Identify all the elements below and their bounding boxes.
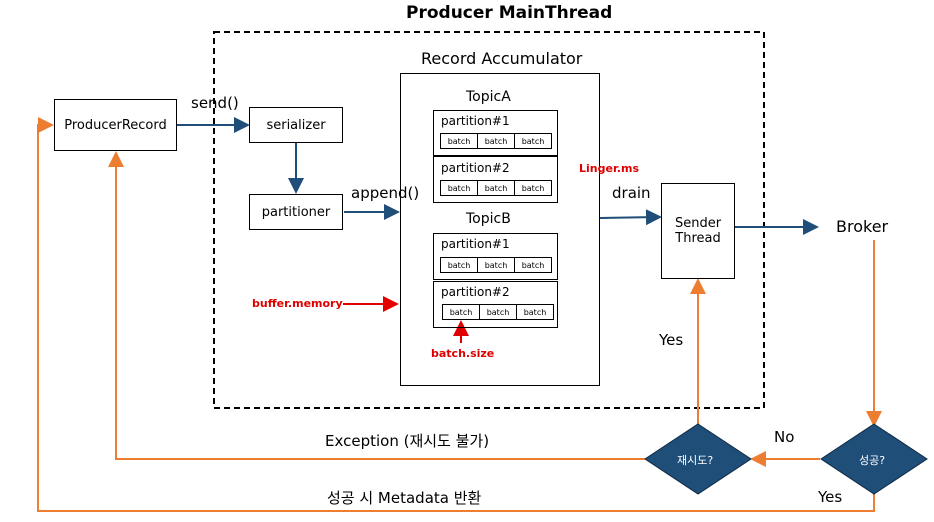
exception-arrow bbox=[108, 151, 645, 460]
main-thread-boundary bbox=[213, 31, 765, 409]
success-return-label: 성공 시 Metadata 반환 bbox=[327, 489, 482, 507]
record-accumulator bbox=[400, 73, 600, 386]
batch-cell: batch bbox=[479, 304, 517, 320]
yes-retry-label: Yes bbox=[659, 331, 684, 349]
batch-cell: batch bbox=[516, 304, 554, 320]
sender-thread-node: Sender Thread bbox=[661, 183, 735, 279]
retry-diamond-shape bbox=[644, 423, 752, 495]
retry-diamond-label: 재시도? bbox=[677, 454, 714, 467]
partition-box bbox=[433, 233, 558, 280]
batch-cell: batch bbox=[440, 257, 478, 273]
broker-label: Broker bbox=[836, 217, 889, 236]
partition-label: partition#2 bbox=[441, 285, 510, 299]
yes-success-label: Yes bbox=[818, 488, 843, 506]
linger-ms-label: Linger.ms bbox=[579, 162, 639, 175]
batch-size-label: batch.size bbox=[431, 347, 495, 360]
no-label: No bbox=[774, 428, 795, 446]
batch-cell: batch bbox=[477, 257, 515, 273]
exception-label: Exception (재시도 불가) bbox=[325, 432, 490, 450]
batch-cell: batch bbox=[514, 257, 552, 273]
partition-box bbox=[433, 110, 558, 156]
accumulator-title: Record Accumulator bbox=[421, 49, 583, 68]
success-diamond-shape bbox=[820, 423, 928, 495]
success-diamond-label: 성공? bbox=[859, 454, 886, 467]
topic-name: TopicB bbox=[466, 211, 511, 227]
partition-label: partition#2 bbox=[441, 161, 510, 175]
batch-cell: batch bbox=[514, 133, 552, 149]
partition-box bbox=[433, 156, 558, 203]
serializer-label: serializer bbox=[266, 117, 326, 133]
append-label: append() bbox=[351, 184, 420, 202]
partition-label: partition#1 bbox=[441, 114, 510, 128]
producer-record-node: ProducerRecord bbox=[54, 99, 177, 151]
batch-cell: batch bbox=[477, 133, 515, 149]
send-label: send() bbox=[191, 94, 239, 112]
sender-thread-label: Sender Thread bbox=[674, 216, 722, 246]
topic-name: TopicA bbox=[466, 89, 511, 105]
partition-box bbox=[433, 281, 558, 328]
partition-label: partition#1 bbox=[441, 237, 510, 251]
batch-cell: batch bbox=[477, 180, 515, 196]
drain-label: drain bbox=[612, 184, 651, 202]
producer-record-label: ProducerRecord bbox=[64, 117, 167, 133]
batch-cell: batch bbox=[440, 180, 478, 196]
main-thread-title: Producer MainThread bbox=[406, 3, 613, 23]
buffer-memory-label: buffer.memory bbox=[252, 297, 343, 310]
success-return-arrow bbox=[37, 117, 875, 512]
partitioner-label: partitioner bbox=[261, 204, 331, 220]
batch-cell: batch bbox=[442, 304, 480, 320]
partitioner-node: partitioner bbox=[249, 194, 343, 230]
serializer-node: serializer bbox=[249, 107, 343, 143]
batch-cell: batch bbox=[440, 133, 478, 149]
batch-cell: batch bbox=[514, 180, 552, 196]
drain-arrow bbox=[599, 209, 662, 226]
